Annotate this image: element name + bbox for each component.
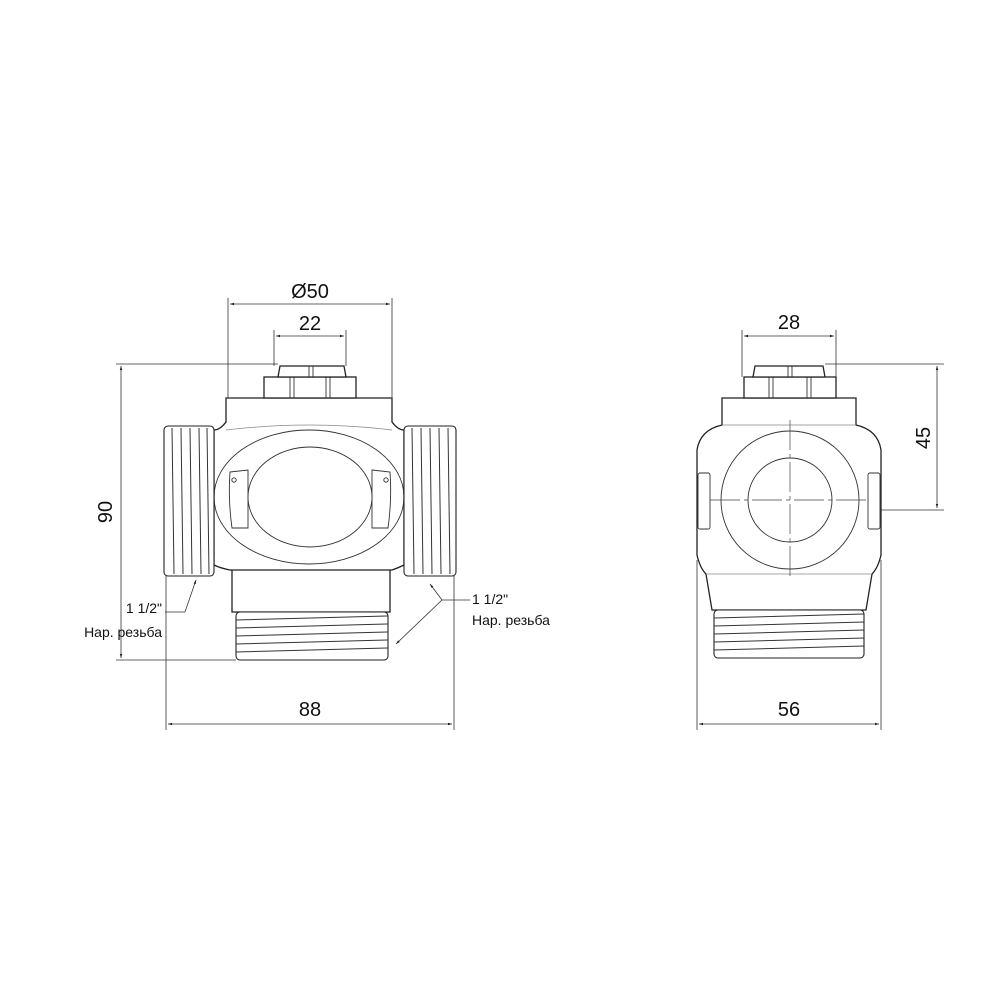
svg-text:45: 45 [913,427,935,449]
dimension-nut-width: 22 [273,313,347,366]
svg-text:Нар. резьба: Нар. резьба [472,612,550,628]
side-left-slot [697,472,711,530]
right-window [371,469,392,529]
svg-text:1 1/2": 1 1/2" [472,591,508,607]
svg-text:Ø50: Ø50 [291,281,329,303]
svg-text:88: 88 [299,699,321,721]
dimension-overall-width: 88 [165,576,455,730]
side-dimension-nut-width: 28 [741,312,837,377]
svg-text:56: 56 [778,699,800,721]
side-body [696,397,882,611]
left-thread-note: 1 1/2" Нар. резьба [84,579,197,640]
dimension-height: 90 [95,363,278,661]
side-view: 28 45 56 [696,312,944,730]
svg-text:22: 22 [299,313,321,335]
svg-text:Нар. резьба: Нар. резьба [84,624,162,640]
right-thread [403,425,457,577]
top-nut-assembly [263,365,357,399]
lower-outlet-neck [231,564,391,613]
side-bottom-thread [713,609,865,659]
front-view: Ø50 22 90 88 1 1/2" Нар. резьба [84,281,550,730]
dimension-body-diameter: Ø50 [227,281,393,398]
right-thread-note: 1 1/2" Нар. резьба [395,583,550,645]
valve-body [213,397,405,571]
bottom-thread [235,611,389,661]
side-dimension-axis-height: 45 [825,363,944,511]
svg-text:90: 90 [95,501,117,523]
svg-text:1 1/2": 1 1/2" [126,600,162,616]
left-thread [163,425,215,577]
side-nut-assembly [743,365,837,399]
side-dimension-overall-width: 56 [696,560,882,730]
side-right-slot [867,472,881,530]
svg-text:28: 28 [778,312,800,334]
left-window [228,469,249,529]
